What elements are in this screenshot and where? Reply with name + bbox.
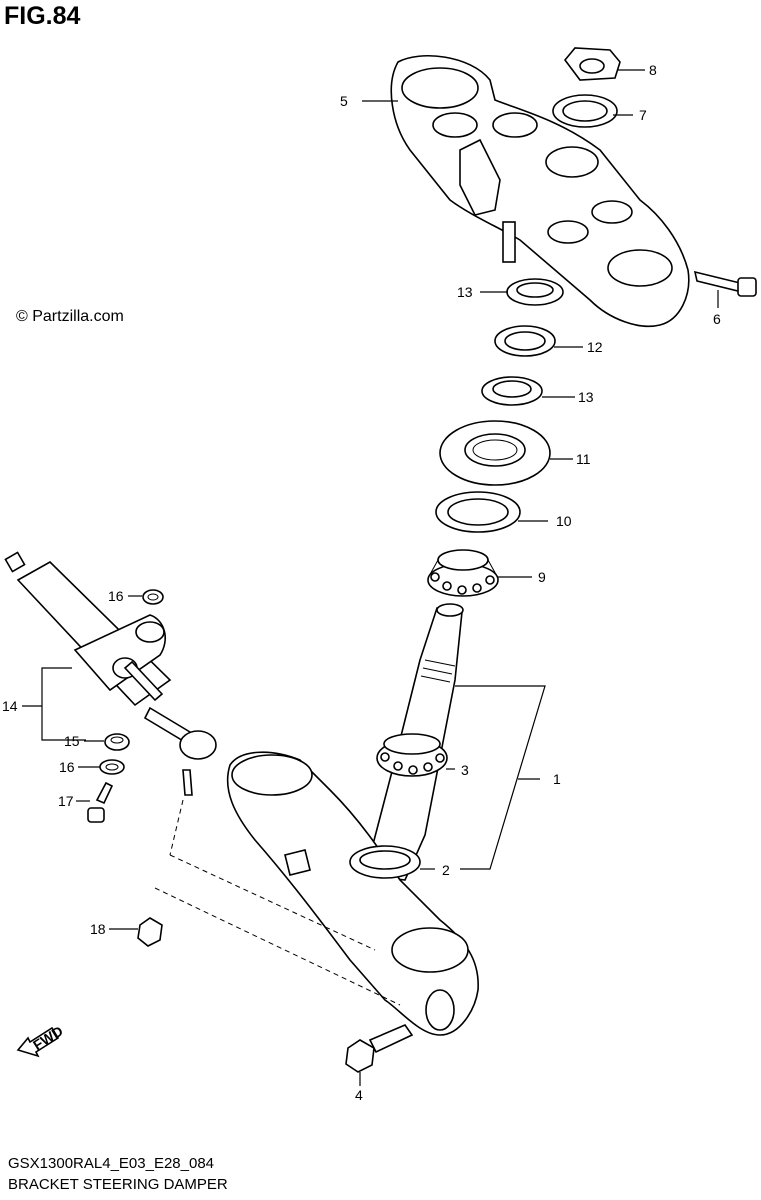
- callout-13-upper[interactable]: 13: [457, 284, 473, 300]
- callout-8[interactable]: 8: [649, 62, 657, 78]
- callout-13-lower[interactable]: 13: [578, 389, 594, 405]
- part-3-bearing[interactable]: [376, 733, 448, 777]
- callout-7[interactable]: 7: [639, 107, 647, 123]
- part-7-washer[interactable]: [552, 94, 618, 128]
- part-11-seal[interactable]: [439, 420, 551, 486]
- callout-18[interactable]: 18: [90, 921, 106, 937]
- callout-labels: 1 2 3 4 5 6 7 8 9 10 11 12 13 13 14 15 1…: [2, 62, 721, 1103]
- part-15-collar[interactable]: [104, 733, 130, 751]
- part-12-washer[interactable]: [494, 325, 556, 357]
- part-10-race[interactable]: [435, 491, 521, 533]
- watermark: © Partzilla.com: [16, 308, 124, 325]
- part-5-upper-bracket[interactable]: [390, 54, 690, 327]
- callout-6[interactable]: 6: [713, 311, 721, 327]
- part-17-bolt[interactable]: [87, 781, 114, 823]
- figure-title: FIG.84: [4, 2, 81, 30]
- part-18-nut[interactable]: [137, 917, 163, 947]
- callout-17[interactable]: 17: [58, 793, 74, 809]
- callout-1[interactable]: 1: [553, 771, 561, 787]
- part-16-washer-upper[interactable]: [142, 589, 164, 605]
- callout-3[interactable]: 3: [461, 762, 469, 778]
- part-13-lock-nut-lower[interactable]: [481, 376, 543, 406]
- callout-5[interactable]: 5: [340, 93, 348, 109]
- callout-11[interactable]: 11: [576, 451, 591, 467]
- part-6-bolt[interactable]: [693, 270, 757, 297]
- lower-bracket[interactable]: [226, 751, 479, 1036]
- callout-15[interactable]: 15: [64, 733, 80, 749]
- part-4-bolt[interactable]: [345, 1024, 414, 1073]
- diagram-name: BRACKET STEERING DAMPER: [8, 1176, 228, 1193]
- callout-10[interactable]: 10: [556, 513, 572, 529]
- callout-9[interactable]: 9: [538, 569, 546, 585]
- callout-12[interactable]: 12: [587, 339, 603, 355]
- leader-lines: [22, 69, 719, 1086]
- part-16-washer-lower[interactable]: [99, 759, 125, 775]
- fwd-arrow-icon: FWD: [16, 1023, 66, 1058]
- part-2-seal[interactable]: [349, 845, 421, 879]
- part-14-steering-damper[interactable]: [4, 551, 217, 796]
- model-code: GSX1300RAL4_E03_E28_084: [8, 1155, 215, 1172]
- part-9-bearing[interactable]: [427, 549, 499, 597]
- callout-16-lower[interactable]: 16: [59, 759, 75, 775]
- callout-14[interactable]: 14: [2, 698, 18, 714]
- callout-4[interactable]: 4: [355, 1087, 363, 1103]
- part-13-lock-nut-upper[interactable]: [506, 278, 564, 306]
- fwd-label: FWD: [30, 1023, 66, 1053]
- callout-2[interactable]: 2: [442, 862, 450, 878]
- part-8-nut[interactable]: [563, 47, 621, 81]
- callout-16-upper[interactable]: 16: [108, 588, 124, 604]
